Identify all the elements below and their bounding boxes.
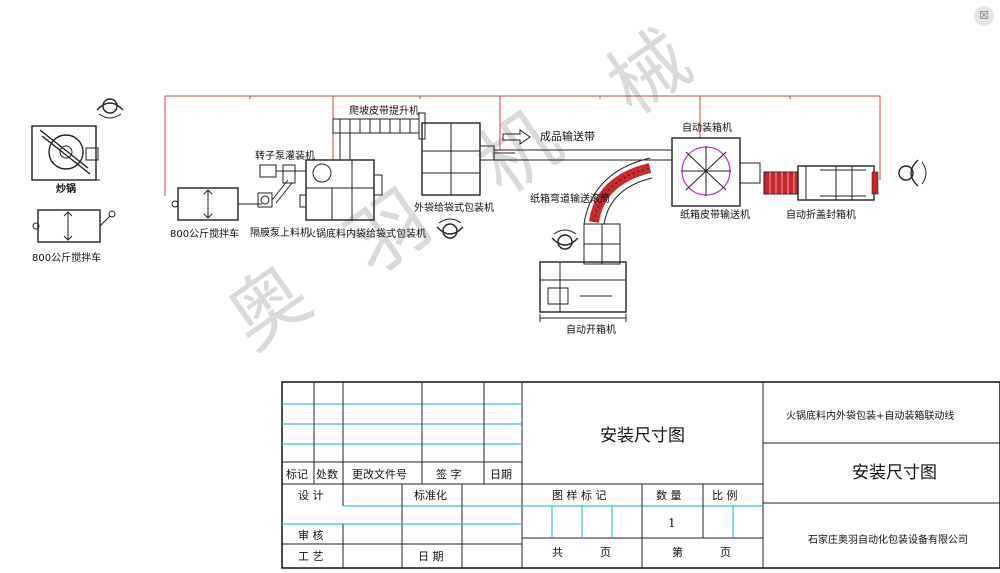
tb-label-ye: 页 bbox=[600, 546, 611, 559]
tb-label-gongyi: 工 艺 bbox=[298, 550, 324, 563]
tb-label-shenhe: 审 核 bbox=[298, 528, 324, 542]
mixer-cart-label: 800公斤搅拌车 bbox=[170, 227, 239, 240]
auto-erector-label: 自动开箱机 bbox=[566, 323, 616, 336]
tb-right-title: 安装尺寸图 bbox=[852, 463, 937, 483]
operator-icon bbox=[551, 229, 579, 250]
auto-sealer[interactable] bbox=[763, 165, 879, 201]
tb-label-gong: 共 bbox=[552, 546, 563, 559]
title-block bbox=[281, 381, 1000, 569]
carton-belt-label: 纸箱皮带输送机 bbox=[680, 208, 750, 221]
auto-case-packer[interactable] bbox=[671, 137, 761, 207]
tb-label-bili: 比 例 bbox=[712, 488, 738, 502]
stir-pot-label: 炒锅 bbox=[56, 182, 76, 195]
tb-label-chushu: 处数 bbox=[316, 468, 338, 481]
mixer-cart[interactable] bbox=[171, 187, 262, 221]
mixer-cart-left-label: 800公斤搅拌车 bbox=[32, 251, 101, 264]
tb-project-name: 火锅底料内外袋包装+自动装箱联动线 bbox=[786, 409, 954, 422]
tb-label-shuliang: 数 量 bbox=[656, 489, 682, 502]
product-conveyor-label: 成品输送带 bbox=[540, 129, 595, 143]
auto-erector[interactable] bbox=[539, 223, 627, 322]
tb-label-tuyang: 图 样 标 记 bbox=[552, 488, 607, 502]
watermark-char: 械 bbox=[592, 14, 708, 132]
screw-feeder[interactable] bbox=[257, 164, 296, 208]
operator-icon bbox=[96, 98, 124, 119]
watermark-char: 奥 bbox=[212, 249, 328, 367]
tb-label-riqi: 日期 bbox=[490, 468, 512, 481]
tb-center-title: 安装尺寸图 bbox=[600, 426, 685, 446]
screw-feeder-label: 隔膜泵上料机 bbox=[250, 226, 310, 239]
operator-icon bbox=[898, 159, 927, 187]
rotor-pump-filler[interactable] bbox=[259, 164, 306, 178]
carton-turn-roller[interactable] bbox=[583, 157, 653, 225]
stir-pot[interactable] bbox=[31, 125, 100, 181]
auto-sealer-label: 自动折盖封箱机 bbox=[786, 208, 856, 221]
tb-label-di: 第 bbox=[672, 545, 683, 559]
incline-lift[interactable] bbox=[332, 112, 426, 160]
tb-label-genggai: 更改文件号 bbox=[352, 467, 407, 481]
tb-label-biaoji: 标记 bbox=[286, 467, 308, 481]
carton-turn-roller-label: 纸箱弯道输送滚筒 bbox=[530, 192, 610, 205]
tb-label-riqi2: 日 期 bbox=[418, 550, 444, 563]
rotor-pump-filler-label: 转子泵灌装机 bbox=[255, 149, 315, 162]
tb-label-qianzi: 签 字 bbox=[436, 467, 462, 481]
operator-icon bbox=[436, 218, 464, 239]
watermark-badge-icon[interactable]: ☒ bbox=[974, 6, 994, 26]
outer-bag-packer-label: 外袋给袋式包装机 bbox=[414, 201, 494, 214]
incline-lift-label: 爬坡皮带提升机 bbox=[349, 104, 419, 117]
tb-company: 石家庄奥羽自动化包装设备有限公司 bbox=[808, 533, 968, 546]
auto-case-packer-label: 自动装箱机 bbox=[682, 121, 732, 134]
outer-bag-packer[interactable] bbox=[421, 122, 515, 196]
tb-label-sheji: 设 计 bbox=[298, 489, 324, 502]
tb-label-ye2: 页 bbox=[720, 546, 731, 559]
tb-label-biaozhunhua: 标准化 bbox=[414, 488, 447, 502]
inner-bag-packer-label: 火锅底料内袋给袋式包装机 bbox=[306, 227, 426, 240]
mixer-cart-left[interactable] bbox=[32, 209, 116, 243]
tb-quantity-value: 1 bbox=[668, 516, 676, 530]
